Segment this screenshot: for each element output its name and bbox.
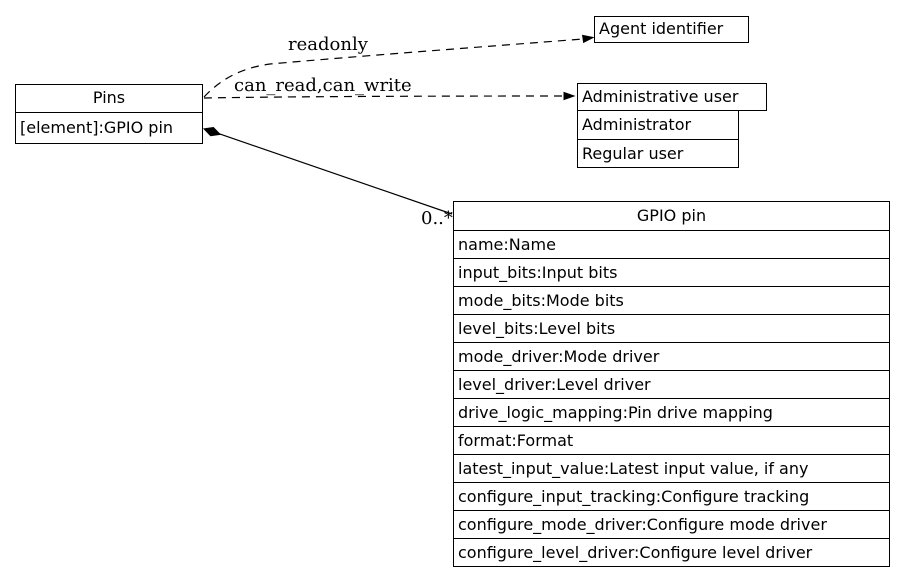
node-pins-title: Pins [92,88,126,107]
node-administrative-user-title: Administrative user [582,87,739,106]
readonly-edge [203,38,584,98]
attribute-row: name:Name [454,230,889,258]
edge-label-can-read-can-write: can_read,can_write [234,75,412,96]
node-agent-identifier: Agent identifier [594,16,749,43]
node-gpio-pin: GPIO pin name:Name input_bits:Input bits… [453,201,890,567]
node-gpio-pin-title: GPIO pin [636,206,707,225]
attribute-row: drive_logic_mapping:Pin drive mapping [454,398,889,426]
node-agent-identifier-title: Agent identifier [599,19,724,38]
edge-label-multiplicity: 0..* [421,208,453,229]
attribute-row: level_driver:Level driver [454,370,889,398]
node-administrative-user-values: Administrator Regular user [577,110,739,168]
attribute-row: configure_mode_driver:Configure mode dri… [454,510,889,538]
can-read-can-write-edge [203,95,565,99]
edge-label-readonly: readonly [288,34,368,55]
attribute-row: mode_bits:Mode bits [454,286,889,314]
can-read-can-write-arrowhead [563,91,576,101]
attribute-row: configure_input_tracking:Configure track… [454,482,889,510]
composition-edge [218,133,453,215]
node-pins-attribute: [element]:GPIO pin [16,112,202,143]
node-pins: Pins [element]:GPIO pin [15,84,203,144]
enum-value-row: Regular user [578,139,738,167]
node-administrative-user: Administrative user [577,83,767,111]
attribute-row: configure_level_driver:Configure level d… [454,538,889,566]
attribute-row: mode_driver:Mode driver [454,342,889,370]
attribute-row: latest_input_value:Latest input value, i… [454,454,889,482]
attribute-row: level_bits:Level bits [454,314,889,342]
enum-value-row: Administrator [582,115,692,134]
attribute-row: input_bits:Input bits [454,258,889,286]
attribute-row: format:Format [454,426,889,454]
readonly-arrowhead [582,34,595,44]
composition-diamond [202,126,222,137]
